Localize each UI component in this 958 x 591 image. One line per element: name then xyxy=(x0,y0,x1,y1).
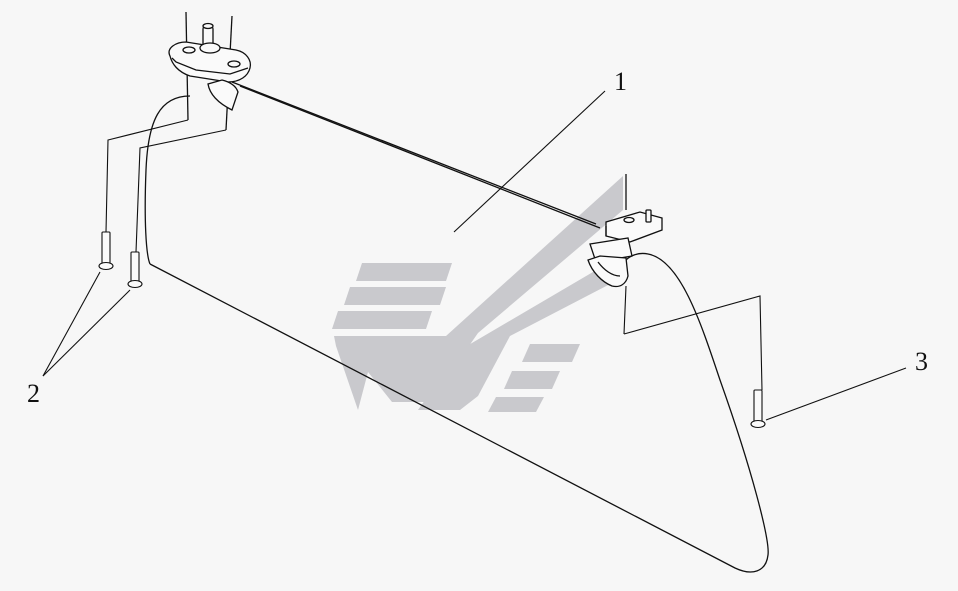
left-bracket xyxy=(168,11,252,131)
right-bracket xyxy=(587,174,663,288)
screw-left-1 xyxy=(98,231,114,271)
left-leader-lines xyxy=(105,119,227,253)
screw-left-2 xyxy=(127,251,143,289)
callout-lines xyxy=(42,90,907,421)
callout-label-3: 3 xyxy=(915,347,928,376)
right-leader-lines xyxy=(623,285,763,391)
screw-right xyxy=(750,389,766,429)
callout-label-1: 1 xyxy=(614,67,627,96)
visor-panel xyxy=(144,81,769,573)
watermark-logo xyxy=(332,176,623,412)
callout-label-2: 2 xyxy=(27,379,40,408)
